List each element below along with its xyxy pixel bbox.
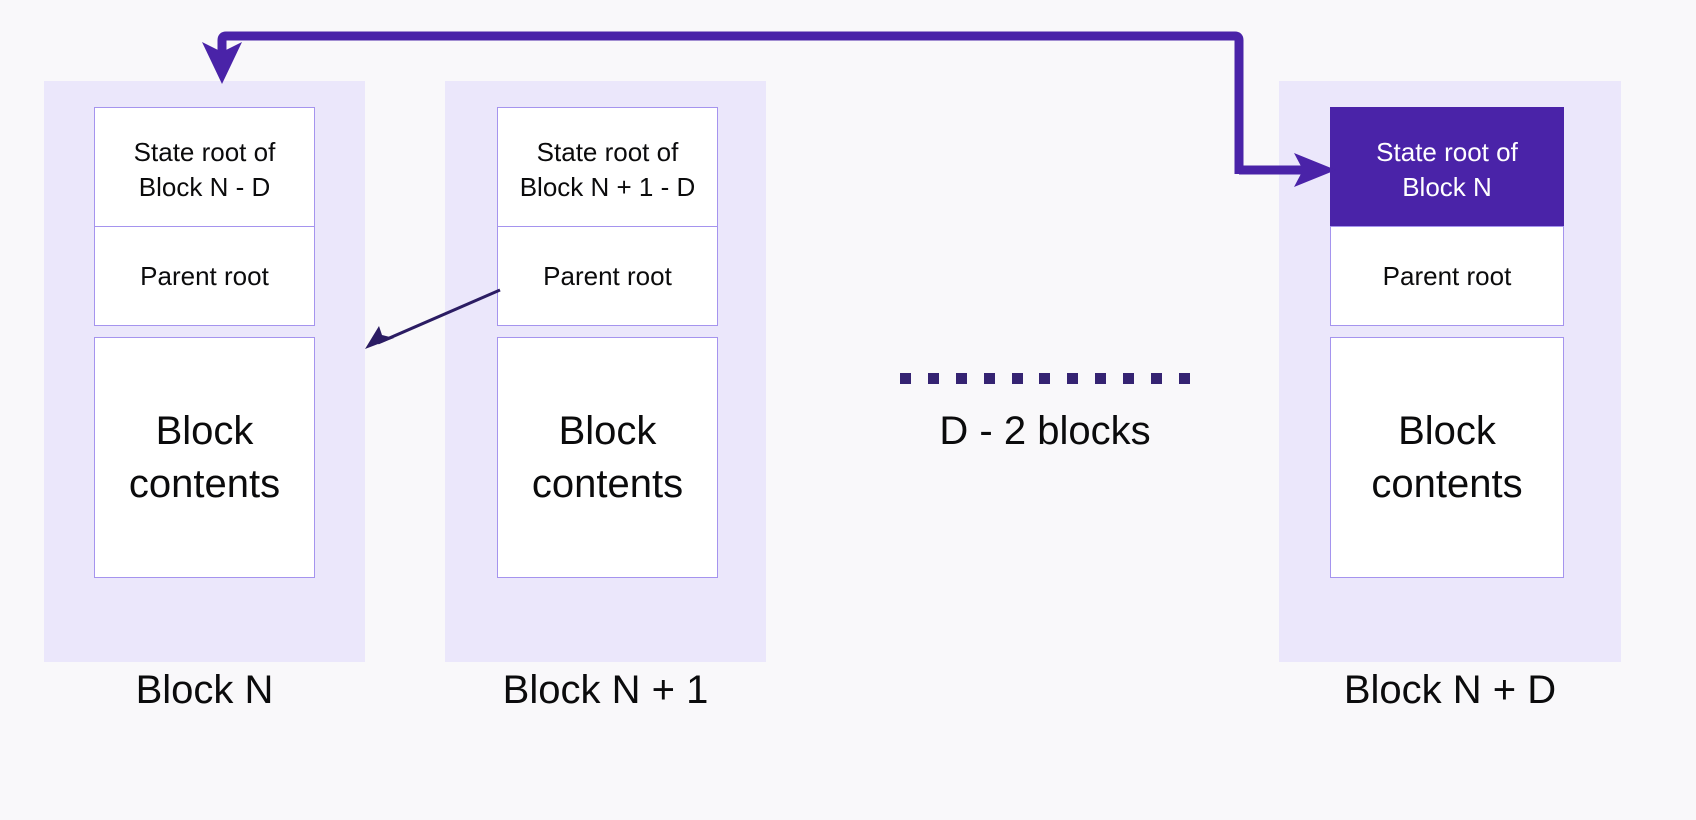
block-column-block-n: State root of Block N - D Parent root Bl… [44,81,365,662]
gap-dot [927,372,939,384]
field-parent-root: Parent root [497,226,718,326]
field-state-root: State root of Block N + 1 - D [497,107,718,232]
field-state-root-highlighted: State root of Block N [1330,107,1564,232]
gap-dot [1067,372,1079,384]
block-column-block-n-plus-d: State root of Block N Parent root Block … [1279,81,1621,662]
gap-dot [1123,372,1135,384]
column-caption-block-n-plus-d: Block N + D [1343,668,1557,712]
field-block-contents: Block contents [1330,337,1564,578]
gap-dot [1151,372,1163,384]
field-parent-root: Parent root [94,226,315,326]
gap-ellipsis-dots [900,372,1190,384]
block-column-block-n-plus-1: State root of Block N + 1 - D Parent roo… [445,81,766,662]
gap-dot [900,372,911,384]
field-block-contents: Block contents [497,337,718,578]
field-state-root: State root of Block N - D [94,107,315,232]
column-caption-block-n-plus-1: Block N + 1 [502,668,709,712]
state-root-reference-arrow [202,31,1336,187]
field-block-contents: Block contents [94,337,315,578]
gap-dot [983,372,995,384]
gap-dot [1178,372,1190,384]
gap-dot [1011,372,1023,384]
gap-caption-d-minus-2-blocks: D - 2 blocks [939,409,1151,453]
gap-dot [955,372,967,384]
field-parent-root: Parent root [1330,226,1564,326]
gap-dot [1095,372,1107,384]
column-caption-block-n: Block N [135,668,274,712]
gap-dot [1039,372,1051,384]
